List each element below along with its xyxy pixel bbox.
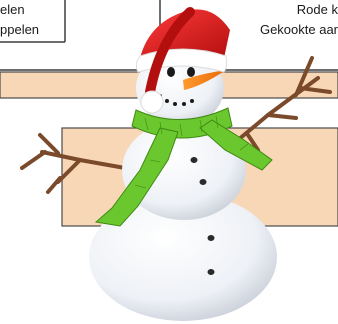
left-eye bbox=[167, 67, 175, 77]
hat-pompom bbox=[140, 90, 164, 114]
right-arm-branch bbox=[224, 56, 332, 152]
coal-buttons bbox=[190, 157, 215, 275]
menu-item-left-bottom: ppelen bbox=[0, 22, 40, 37]
right-eye bbox=[187, 67, 195, 77]
carrot-nose bbox=[183, 70, 226, 90]
scarf-left-tail bbox=[94, 127, 179, 227]
menu-item-right-top: Rode k bbox=[296, 2, 338, 17]
menu-item-left-top: elen bbox=[0, 2, 25, 17]
scarf-right-tail bbox=[199, 119, 273, 171]
left-arm-branch bbox=[20, 133, 127, 194]
snowman-bottom-ball bbox=[89, 193, 277, 321]
menu-item-right-bottom: Gekookte aar bbox=[259, 22, 338, 37]
